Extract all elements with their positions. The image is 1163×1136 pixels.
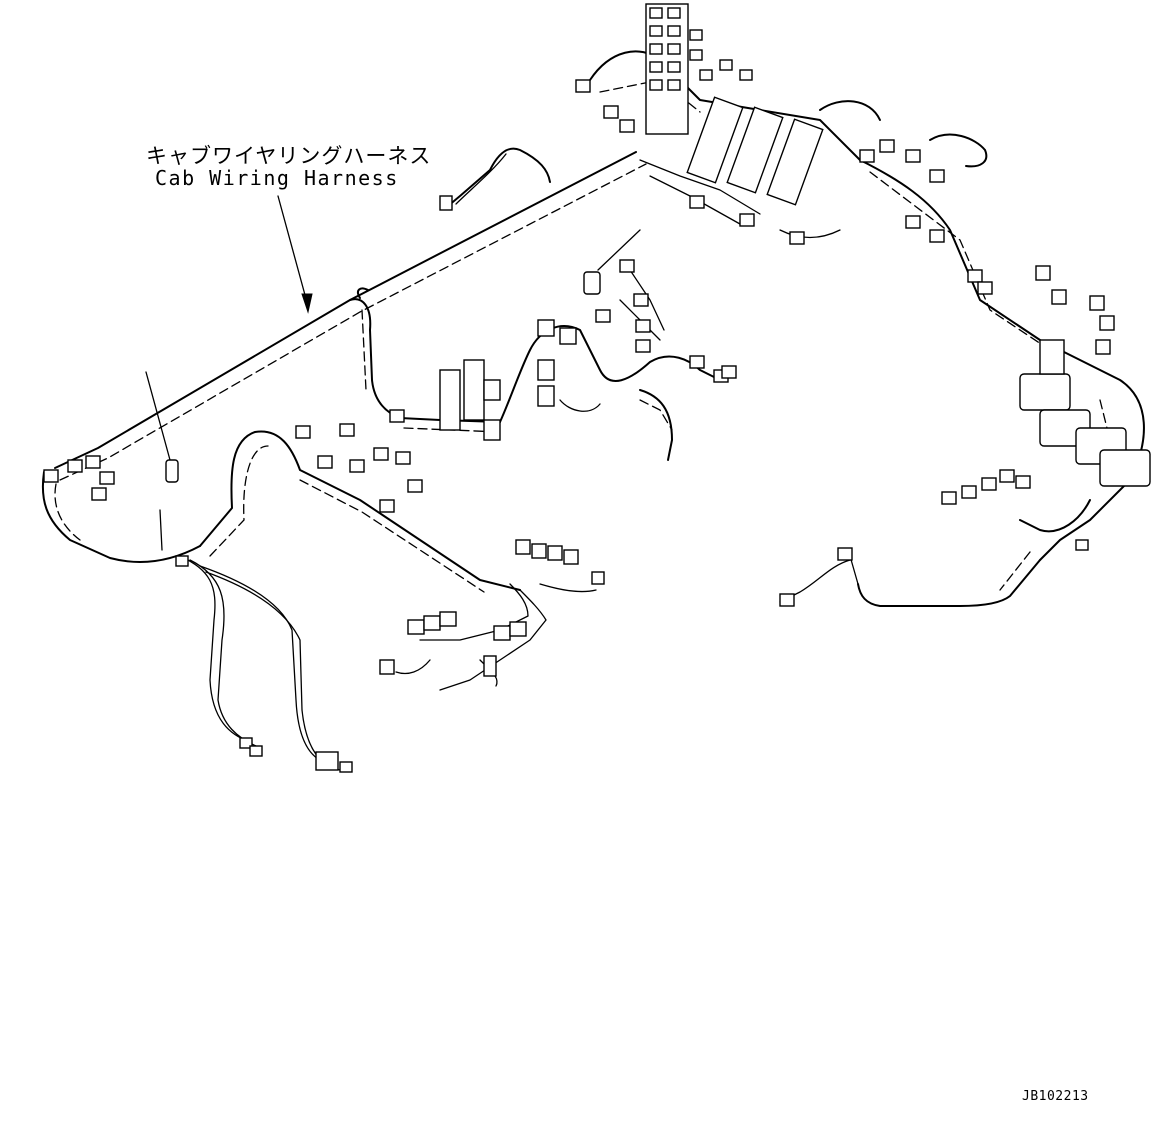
lower-harness bbox=[199, 417, 521, 593]
middle-loop bbox=[499, 269, 721, 461]
block-right-1 bbox=[1019, 373, 1071, 411]
harness-label-english: Cab Wiring Harness bbox=[155, 166, 399, 190]
relay-panel bbox=[686, 96, 744, 184]
loose-lead bbox=[447, 147, 551, 207]
left-dangling-branch bbox=[159, 509, 341, 771]
trunk-drop bbox=[349, 287, 401, 419]
callout-arrows bbox=[145, 195, 641, 461]
right-harness bbox=[779, 159, 1145, 607]
drawing-id: JB102213 bbox=[1022, 1089, 1089, 1104]
main-trunk bbox=[41, 151, 647, 563]
connectors bbox=[43, 3, 1151, 773]
harness-label-japanese: キャブワイヤリングハーネス bbox=[146, 144, 432, 168]
